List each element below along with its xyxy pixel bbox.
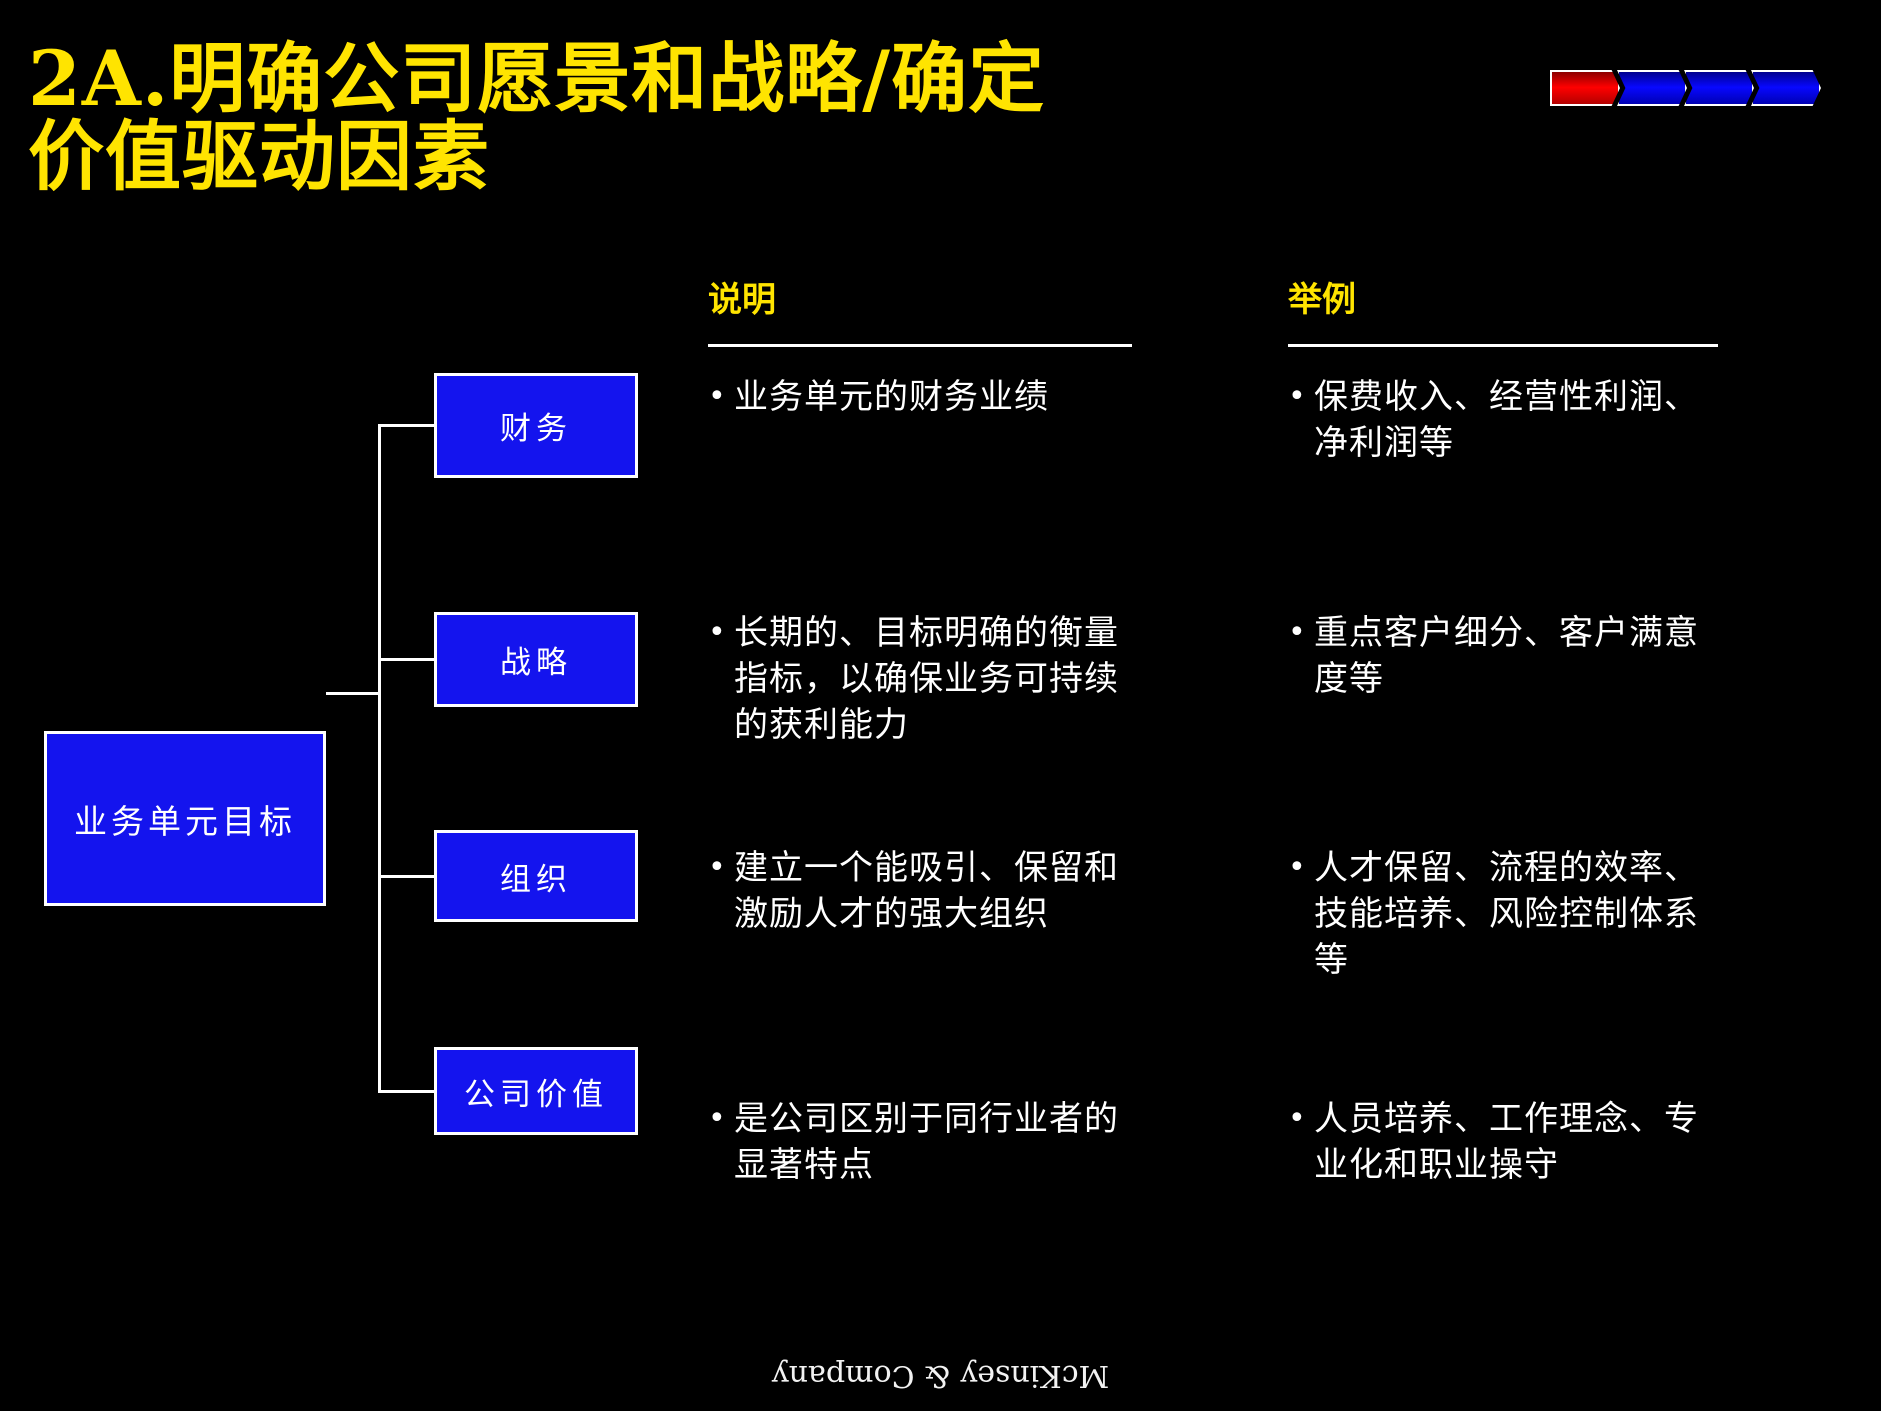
progress-step-2[interactable] <box>1617 70 1687 106</box>
example-text: 重点客户细分、客户满意度等 <box>1314 613 1699 699</box>
connector-to-finance <box>378 424 436 427</box>
connector-root-stub <box>326 692 381 695</box>
description-item-strategy: • 长期的、目标明确的衡量指标，以确保业务可持续的获利能力 <box>708 610 1128 748</box>
bullet-icon: • <box>708 379 726 414</box>
example-item-company-value: • 人员培养、工作理念、专业化和职业操守 <box>1288 1096 1718 1188</box>
progress-step-3[interactable] <box>1684 70 1754 106</box>
bullet-icon: • <box>708 615 726 650</box>
description-text: 建立一个能吸引、保留和激励人才的强大组织 <box>734 848 1119 934</box>
description-item-company-value: • 是公司区别于同行业者的显著特点 <box>708 1096 1128 1188</box>
progress-step-1[interactable] <box>1550 70 1620 106</box>
progress-indicator <box>1550 70 1821 110</box>
connector-to-strategy <box>378 658 436 661</box>
bullet-icon: • <box>708 1101 726 1136</box>
description-text: 长期的、目标明确的衡量指标，以确保业务可持续的获利能力 <box>734 613 1119 745</box>
example-text: 保费收入、经营性利润、净利润等 <box>1314 377 1699 463</box>
bullet-icon: • <box>1288 615 1306 650</box>
tree-node-strategy[interactable]: 战略 <box>434 612 638 707</box>
example-item-finance: • 保费收入、经营性利润、净利润等 <box>1288 374 1718 466</box>
column-rule-description <box>708 344 1132 347</box>
description-item-organization: • 建立一个能吸引、保留和激励人才的强大组织 <box>708 845 1128 937</box>
description-item-finance: • 业务单元的财务业绩 <box>708 374 1128 420</box>
example-text: 人才保留、流程的效率、技能培养、风险控制体系等 <box>1314 848 1699 980</box>
description-text: 是公司区别于同行业者的显著特点 <box>734 1099 1119 1185</box>
tree-node-company-value[interactable]: 公司价值 <box>434 1047 638 1135</box>
bullet-icon: • <box>1288 379 1306 414</box>
footer-watermark: McKinsey & Company <box>771 1358 1110 1393</box>
example-item-strategy: • 重点客户细分、客户满意度等 <box>1288 610 1718 702</box>
progress-step-4[interactable] <box>1751 70 1821 106</box>
connector-spine <box>378 424 381 1092</box>
description-text: 业务单元的财务业绩 <box>734 377 1049 417</box>
bullet-icon: • <box>1288 850 1306 885</box>
tree-node-finance[interactable]: 财务 <box>434 373 638 478</box>
bullet-icon: • <box>1288 1101 1306 1136</box>
example-item-organization: • 人才保留、流程的效率、技能培养、风险控制体系等 <box>1288 845 1718 983</box>
tree-node-organization[interactable]: 组织 <box>434 830 638 922</box>
column-rule-example <box>1288 344 1718 347</box>
bullet-icon: • <box>708 850 726 885</box>
page-title: 2A.明确公司愿景和战略/确定 价值驱动因素 <box>28 34 1046 201</box>
connector-to-organization <box>378 875 436 878</box>
connector-to-value <box>378 1090 436 1093</box>
example-text: 人员培养、工作理念、专业化和职业操守 <box>1314 1099 1699 1185</box>
column-header-example: 举例 <box>1288 280 1356 320</box>
column-header-description: 说明 <box>708 280 776 320</box>
tree-node-root[interactable]: 业务单元目标 <box>44 731 326 906</box>
